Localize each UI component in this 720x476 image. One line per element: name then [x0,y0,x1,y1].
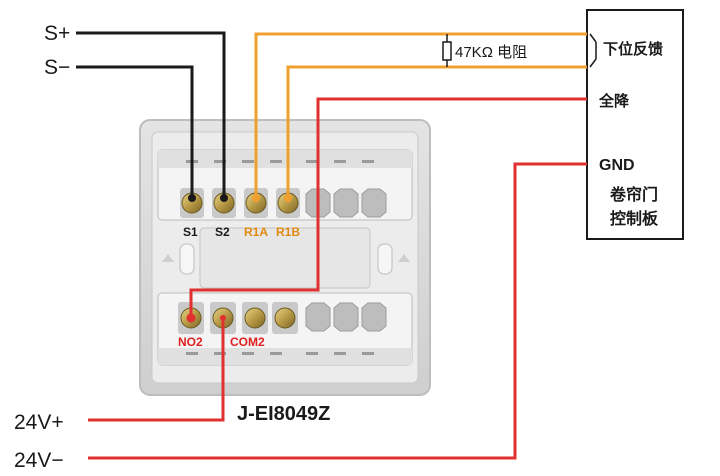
wire-s-plus [76,31,226,198]
terminal-label-s1: S1 [183,225,198,239]
wire-label-24v-minus: 24V− [14,449,64,471]
top-terminal-row [180,188,387,218]
terminal-r1a [244,188,268,218]
control-board-box [586,9,684,240]
module-housing [139,119,431,396]
wire-label-group: S+ S− 24V+ 24V− [14,22,70,472]
wire-no2 [189,97,587,318]
terminal-label-com2: COM2 [230,335,265,349]
board-title-line2: 控制板 [610,209,659,228]
wires [76,31,587,460]
wire-label-s-plus: S+ [44,22,70,45]
terminal-com2-c [272,302,298,334]
terminal-s2 [212,188,236,218]
wire-label-24v-plus: 24V+ [14,411,64,434]
resistor-47k [442,34,452,67]
terminal-r1b [276,188,300,218]
wire-s-minus [76,65,194,198]
wire-label-s-minus: S− [44,56,70,79]
terminal-labels: S1 S2 R1A R1B NO2 COM2 [178,225,300,349]
wire-com2 [88,318,225,422]
terminal-label-no2: NO2 [178,335,203,349]
wire-r1a [254,32,587,198]
terminal-label-r1a: R1A [244,225,268,239]
terminal-com2-b [242,302,268,334]
model-label: J-EI8049Z [237,403,330,425]
board-label-feedback: 下位反馈 [603,40,663,58]
control-board-labels: 下位反馈 全降 GND 卷帘门 控制板 [598,40,663,228]
board-label-gnd: GND [599,157,635,174]
board-title-line1: 卷帘门 [609,185,658,204]
board-label-full-down: 全降 [598,92,630,110]
wire-end-dots [186,194,292,323]
wire-gnd [88,162,587,460]
wire-r1b [286,65,587,198]
feedback-switch-symbol [589,33,597,68]
terminal-label-s2: S2 [215,225,230,239]
resistor-label: 47KΩ 电阻 [455,44,527,61]
terminal-empty-bottom [305,302,387,332]
terminal-label-r1b: R1B [276,225,300,239]
